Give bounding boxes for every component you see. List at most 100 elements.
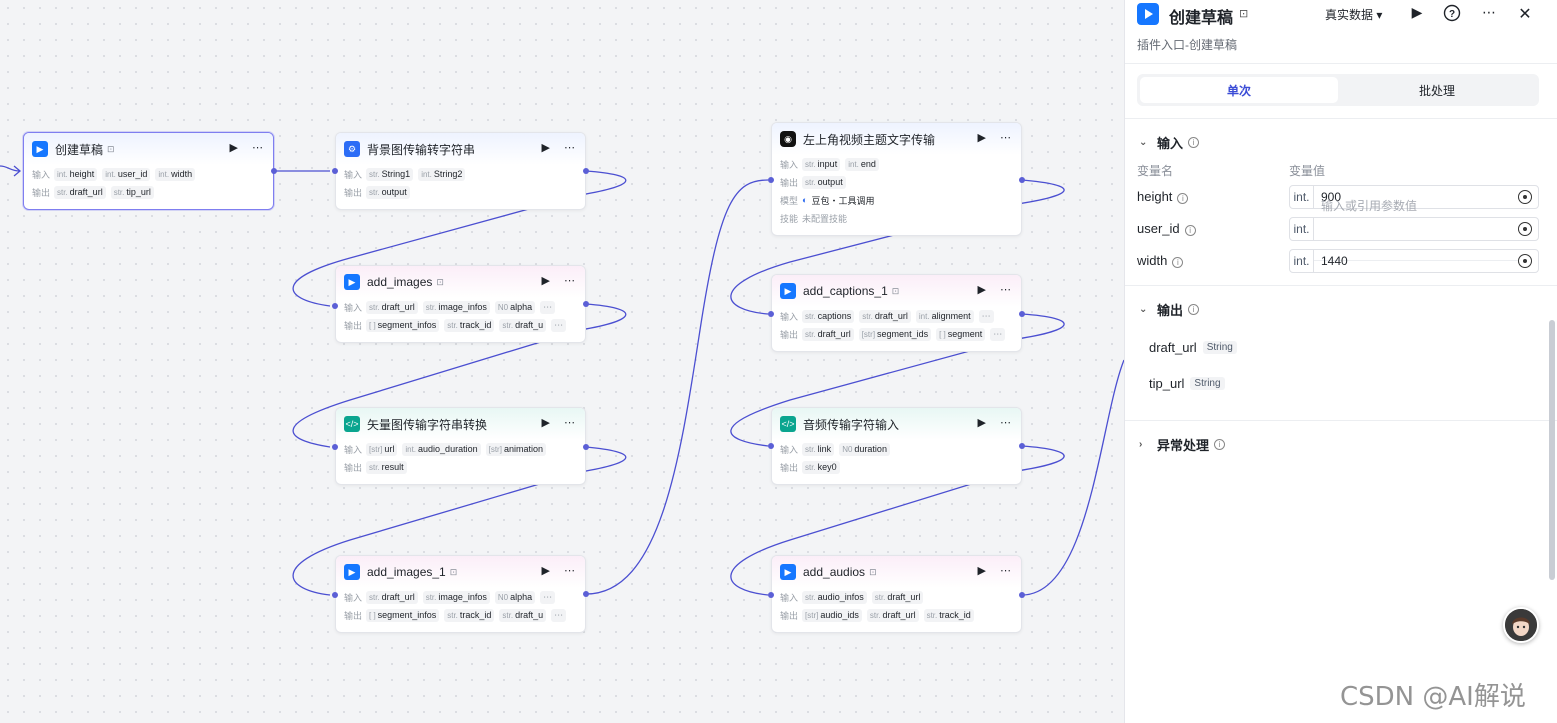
run-node-icon[interactable]: ▶ [977, 565, 986, 577]
input-port[interactable] [332, 303, 338, 309]
input-port[interactable] [768, 311, 774, 317]
more-icon[interactable]: ⋯ [1000, 417, 1011, 429]
input-port[interactable] [332, 168, 338, 174]
type-badge: String [1190, 377, 1225, 390]
close-icon[interactable]: ✕ [1518, 6, 1532, 23]
var-value-input[interactable]: int. 输入或引用参数值 [1289, 199, 1539, 261]
error-section-header[interactable]: › 异常处理 i [1125, 432, 1557, 456]
output-label: 输出 [32, 187, 51, 198]
info-icon[interactable]: i [1184, 225, 1196, 236]
output-port[interactable] [1019, 592, 1025, 598]
more-params-icon[interactable]: ⋯ [540, 300, 556, 314]
node-add-captions-1[interactable]: ▶ add_captions_1 ⊡ ▶⋯ 输入 str.captions st… [771, 274, 1022, 352]
node-add-images[interactable]: ▶ add_images ⊡ ▶⋯ 输入 str.draft_url str.i… [335, 265, 586, 343]
info-icon[interactable]: i [1214, 438, 1226, 450]
run-node-icon[interactable]: ▶ [229, 142, 238, 154]
info-icon[interactable]: i [1188, 136, 1200, 148]
run-node-icon[interactable]: ▶ [977, 132, 986, 144]
run-node-icon[interactable]: ▶ [977, 417, 986, 429]
chevron-down-icon[interactable]: ⌄ [1139, 303, 1148, 315]
input-label: 输入 [780, 592, 799, 603]
more-params-icon[interactable]: ⋯ [978, 309, 994, 323]
output-port[interactable] [1019, 177, 1025, 183]
workflow-canvas[interactable]: ▶ 创建草稿 ⊡ ▶⋯ 输入 int.height int.user_id in… [0, 0, 1124, 723]
input-port[interactable] [332, 592, 338, 598]
input-port[interactable] [332, 444, 338, 450]
input-port[interactable] [768, 592, 774, 598]
param-chip: str.draft_url [859, 309, 911, 323]
chevron-down-icon[interactable]: ⌄ [1139, 136, 1148, 148]
param-chip: str.tip_url [110, 185, 154, 199]
more-icon[interactable]: ⋯ [1000, 132, 1011, 144]
output-section-header[interactable]: ⌄ 输出 i [1125, 297, 1557, 321]
more-params-icon[interactable]: ⋯ [990, 327, 1006, 341]
output-port[interactable] [583, 591, 589, 597]
more-icon[interactable]: ⋯ [1000, 565, 1011, 577]
node-top-left-title[interactable]: ◉ 左上角视频主题文字传输 ▶⋯ 输入 str.input int.end 输出… [771, 122, 1022, 236]
more-icon[interactable]: ⋯ [1482, 4, 1496, 20]
node-create-draft[interactable]: ▶ 创建草稿 ⊡ ▶⋯ 输入 int.height int.user_id in… [23, 132, 274, 210]
input-placeholder[interactable]: 输入或引用参数值 [1314, 197, 1518, 261]
info-icon[interactable]: i [1177, 193, 1189, 204]
panel-scrollbar[interactable] [1549, 320, 1555, 580]
more-icon[interactable]: ⋯ [564, 142, 575, 154]
node-add-audios[interactable]: ▶ add_audios ⊡ ▶⋯ 输入 str.audio_infos str… [771, 555, 1022, 633]
param-chip: int.end [845, 157, 879, 171]
more-params-icon[interactable]: ⋯ [540, 590, 556, 604]
run-node-icon[interactable]: ▶ [541, 142, 550, 154]
param-chip: str.result [366, 460, 407, 474]
run-node-icon[interactable]: ▶ [541, 565, 550, 577]
output-port[interactable] [1019, 311, 1025, 317]
data-mode-dropdown[interactable]: 真实数据 ▾ [1325, 8, 1383, 22]
param-chip: [str]audio_ids [802, 608, 862, 622]
reference-variable-icon[interactable] [1518, 190, 1532, 204]
info-icon[interactable]: i [1188, 303, 1200, 315]
run-node-icon[interactable]: ▶ [977, 284, 986, 296]
input-value[interactable]: 1440 [1321, 254, 1348, 268]
param-chip: int.height [54, 167, 98, 181]
output-port[interactable] [583, 301, 589, 307]
input-port[interactable] [768, 177, 774, 183]
divider [1125, 285, 1557, 286]
tab-batch[interactable]: 批处理 [1418, 83, 1455, 98]
play-plugin-icon [1137, 3, 1159, 25]
more-icon[interactable]: ⋯ [564, 417, 575, 429]
panel-title[interactable]: 创建草稿 [1169, 10, 1234, 27]
run-node-icon[interactable]: ▶ [541, 275, 550, 287]
more-params-icon[interactable]: ⋯ [551, 608, 567, 622]
more-icon[interactable]: ⋯ [1000, 284, 1011, 296]
output-label: 输出 [344, 187, 363, 198]
more-params-icon[interactable]: ⋯ [551, 318, 567, 332]
code-plugin-icon: ⚙ [344, 141, 360, 157]
tab-single[interactable]: 单次 [1140, 77, 1338, 103]
var-value-input[interactable]: int. 1440 [1289, 249, 1539, 273]
section-title: 异常处理 [1157, 437, 1210, 453]
run-node-icon[interactable]: ▶ [541, 417, 550, 429]
output-label: 输出 [780, 329, 799, 340]
help-icon[interactable]: ? [1442, 4, 1462, 25]
input-section-header[interactable]: ⌄ 输入 i [1125, 130, 1557, 154]
more-icon[interactable]: ⋯ [564, 565, 575, 577]
output-port[interactable] [583, 444, 589, 450]
node-add-images-1[interactable]: ▶ add_images_1 ⊡ ▶⋯ 输入 str.draft_url str… [335, 555, 586, 633]
info-icon[interactable]: i [1172, 257, 1184, 268]
output-port[interactable] [1019, 443, 1025, 449]
input-value[interactable]: 900 [1321, 190, 1342, 204]
more-icon[interactable]: ⋯ [564, 275, 575, 287]
output-row: 输出 str.result [336, 458, 585, 476]
avatar[interactable] [1503, 607, 1539, 643]
input-port[interactable] [768, 443, 774, 449]
var-value-input[interactable]: int. 900 [1289, 185, 1539, 209]
reference-variable-icon[interactable] [1518, 254, 1532, 268]
output-port[interactable] [583, 168, 589, 174]
node-bg-transfer[interactable]: ⚙ 背景图传输转字符串 ▶⋯ 输入 str.String1 int.String… [335, 132, 586, 210]
output-port[interactable] [271, 168, 277, 174]
node-vector-transfer[interactable]: </> 矢量图传输字符串转换 ▶⋯ 输入 [str]url int.audio_… [335, 407, 586, 485]
more-icon[interactable]: ⋯ [252, 142, 263, 154]
edit-icon[interactable]: ⊡ [1239, 8, 1249, 20]
reference-variable-icon[interactable] [1518, 222, 1532, 236]
run-icon[interactable]: ▶ [1411, 4, 1423, 20]
chevron-right-icon[interactable]: › [1139, 438, 1143, 450]
